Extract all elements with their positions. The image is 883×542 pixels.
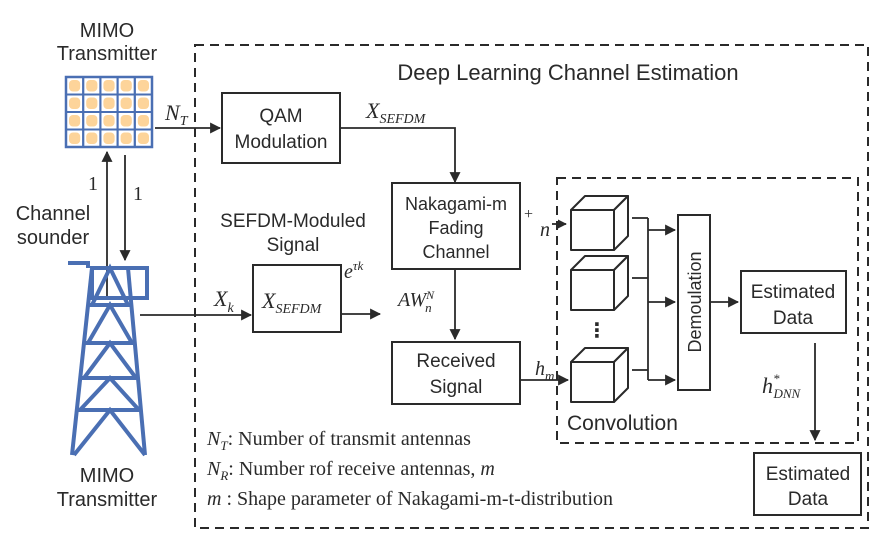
diagram-title: Deep Learning Channel Estimation bbox=[397, 60, 738, 85]
top-transmitter-label-line1: MIMO bbox=[80, 20, 134, 42]
qam-modulation-block bbox=[221, 92, 341, 164]
x-sefdm-arrow bbox=[340, 127, 461, 184]
antenna-element bbox=[69, 97, 81, 109]
sefdm-caption-line2: Signal bbox=[267, 235, 320, 256]
estimated-inner-line1: Estimated bbox=[751, 282, 835, 303]
deep-learning-frame bbox=[194, 44, 869, 529]
noise-label: n bbox=[540, 219, 550, 241]
antenna-element bbox=[120, 80, 132, 92]
antenna-element bbox=[86, 97, 98, 109]
antenna-array-icon bbox=[64, 75, 154, 149]
antenna-element bbox=[86, 115, 98, 127]
tower-icon bbox=[68, 261, 149, 457]
legend: NT: Number of transmit antennas NR: Numb… bbox=[206, 428, 613, 510]
layers-ellipsis: ⋮ bbox=[587, 320, 607, 342]
antenna-element bbox=[86, 132, 98, 144]
antenna-element bbox=[69, 115, 81, 127]
demodulation-label: Demoulation bbox=[685, 251, 705, 352]
antenna-element bbox=[103, 115, 115, 127]
nakagami-label-line1: Nakagami-m bbox=[405, 194, 507, 214]
hm-label: hm bbox=[535, 358, 554, 383]
sefdm-block-label: XSEFDM bbox=[261, 288, 323, 317]
sounder-up-label: 1 bbox=[88, 173, 98, 195]
antenna-element bbox=[137, 132, 149, 144]
received-signal-block bbox=[391, 341, 521, 405]
x-sefdm-label: XSEFDM bbox=[365, 98, 427, 127]
antenna-element bbox=[137, 97, 149, 109]
nt-label: NT bbox=[164, 100, 189, 129]
demodulation-block bbox=[677, 214, 711, 391]
antenna-element bbox=[103, 132, 115, 144]
nakagami-fading-block bbox=[391, 182, 521, 270]
channel-sounder-line1: Channel bbox=[16, 203, 91, 225]
plus-sign: + bbox=[524, 206, 533, 223]
received-label-line2: Signal bbox=[430, 377, 483, 398]
antenna-element bbox=[103, 97, 115, 109]
convolution-layers bbox=[570, 195, 629, 403]
convolution-cube-icon bbox=[570, 347, 629, 403]
antenna-cell bbox=[133, 128, 154, 148]
antenna-element bbox=[120, 132, 132, 144]
top-transmitter-label-line2: Transmitter bbox=[57, 43, 158, 65]
antenna-element bbox=[120, 97, 132, 109]
convolution-cube-icon bbox=[570, 255, 629, 311]
nakagami-label-line2: Fading bbox=[428, 218, 483, 238]
estimated-outer-line1: Estimated bbox=[766, 464, 850, 485]
exp-label: eτk bbox=[344, 258, 364, 283]
sounder-down-label: 1 bbox=[133, 183, 143, 205]
qam-label-line1: QAM bbox=[259, 106, 302, 127]
antenna-element bbox=[86, 80, 98, 92]
legend-item-m: m : Shape parameter of Nakagami-m-t-dist… bbox=[207, 488, 613, 510]
estimated-data-block-outer bbox=[753, 452, 862, 516]
estimated-inner-line2: Data bbox=[773, 308, 814, 329]
antenna-element bbox=[137, 115, 149, 127]
sefdm-caption-line1: SEFDM-Moduled bbox=[220, 211, 366, 232]
antenna-element bbox=[103, 80, 115, 92]
antenna-element bbox=[69, 132, 81, 144]
sefdm-modulated-block bbox=[252, 264, 342, 333]
received-label-line1: Received bbox=[416, 351, 495, 372]
hdnn-label: h*DNN bbox=[762, 371, 802, 401]
antenna-element bbox=[137, 80, 149, 92]
bottom-transmitter-label-line2: Transmitter bbox=[57, 489, 158, 511]
legend-item-nt: NT: Number of transmit antennas bbox=[206, 428, 471, 453]
nakagami-label-line3: Channel bbox=[422, 242, 489, 262]
convolution-frame bbox=[556, 177, 859, 444]
convolution-label: Convolution bbox=[567, 412, 678, 435]
qam-label-line2: Modulation bbox=[235, 132, 328, 153]
estimated-data-block-inner bbox=[740, 270, 847, 334]
xk-label: Xk bbox=[213, 286, 234, 316]
antenna-element bbox=[120, 115, 132, 127]
antenna-element bbox=[69, 80, 81, 92]
convolution-cube-icon bbox=[570, 195, 629, 251]
legend-item-nr: NR: Number rof receive antennas, m bbox=[206, 458, 495, 483]
bottom-transmitter-label-line1: MIMO bbox=[80, 465, 134, 487]
channel-sounder-line2: sounder bbox=[17, 227, 90, 249]
estimated-outer-line2: Data bbox=[788, 489, 829, 510]
